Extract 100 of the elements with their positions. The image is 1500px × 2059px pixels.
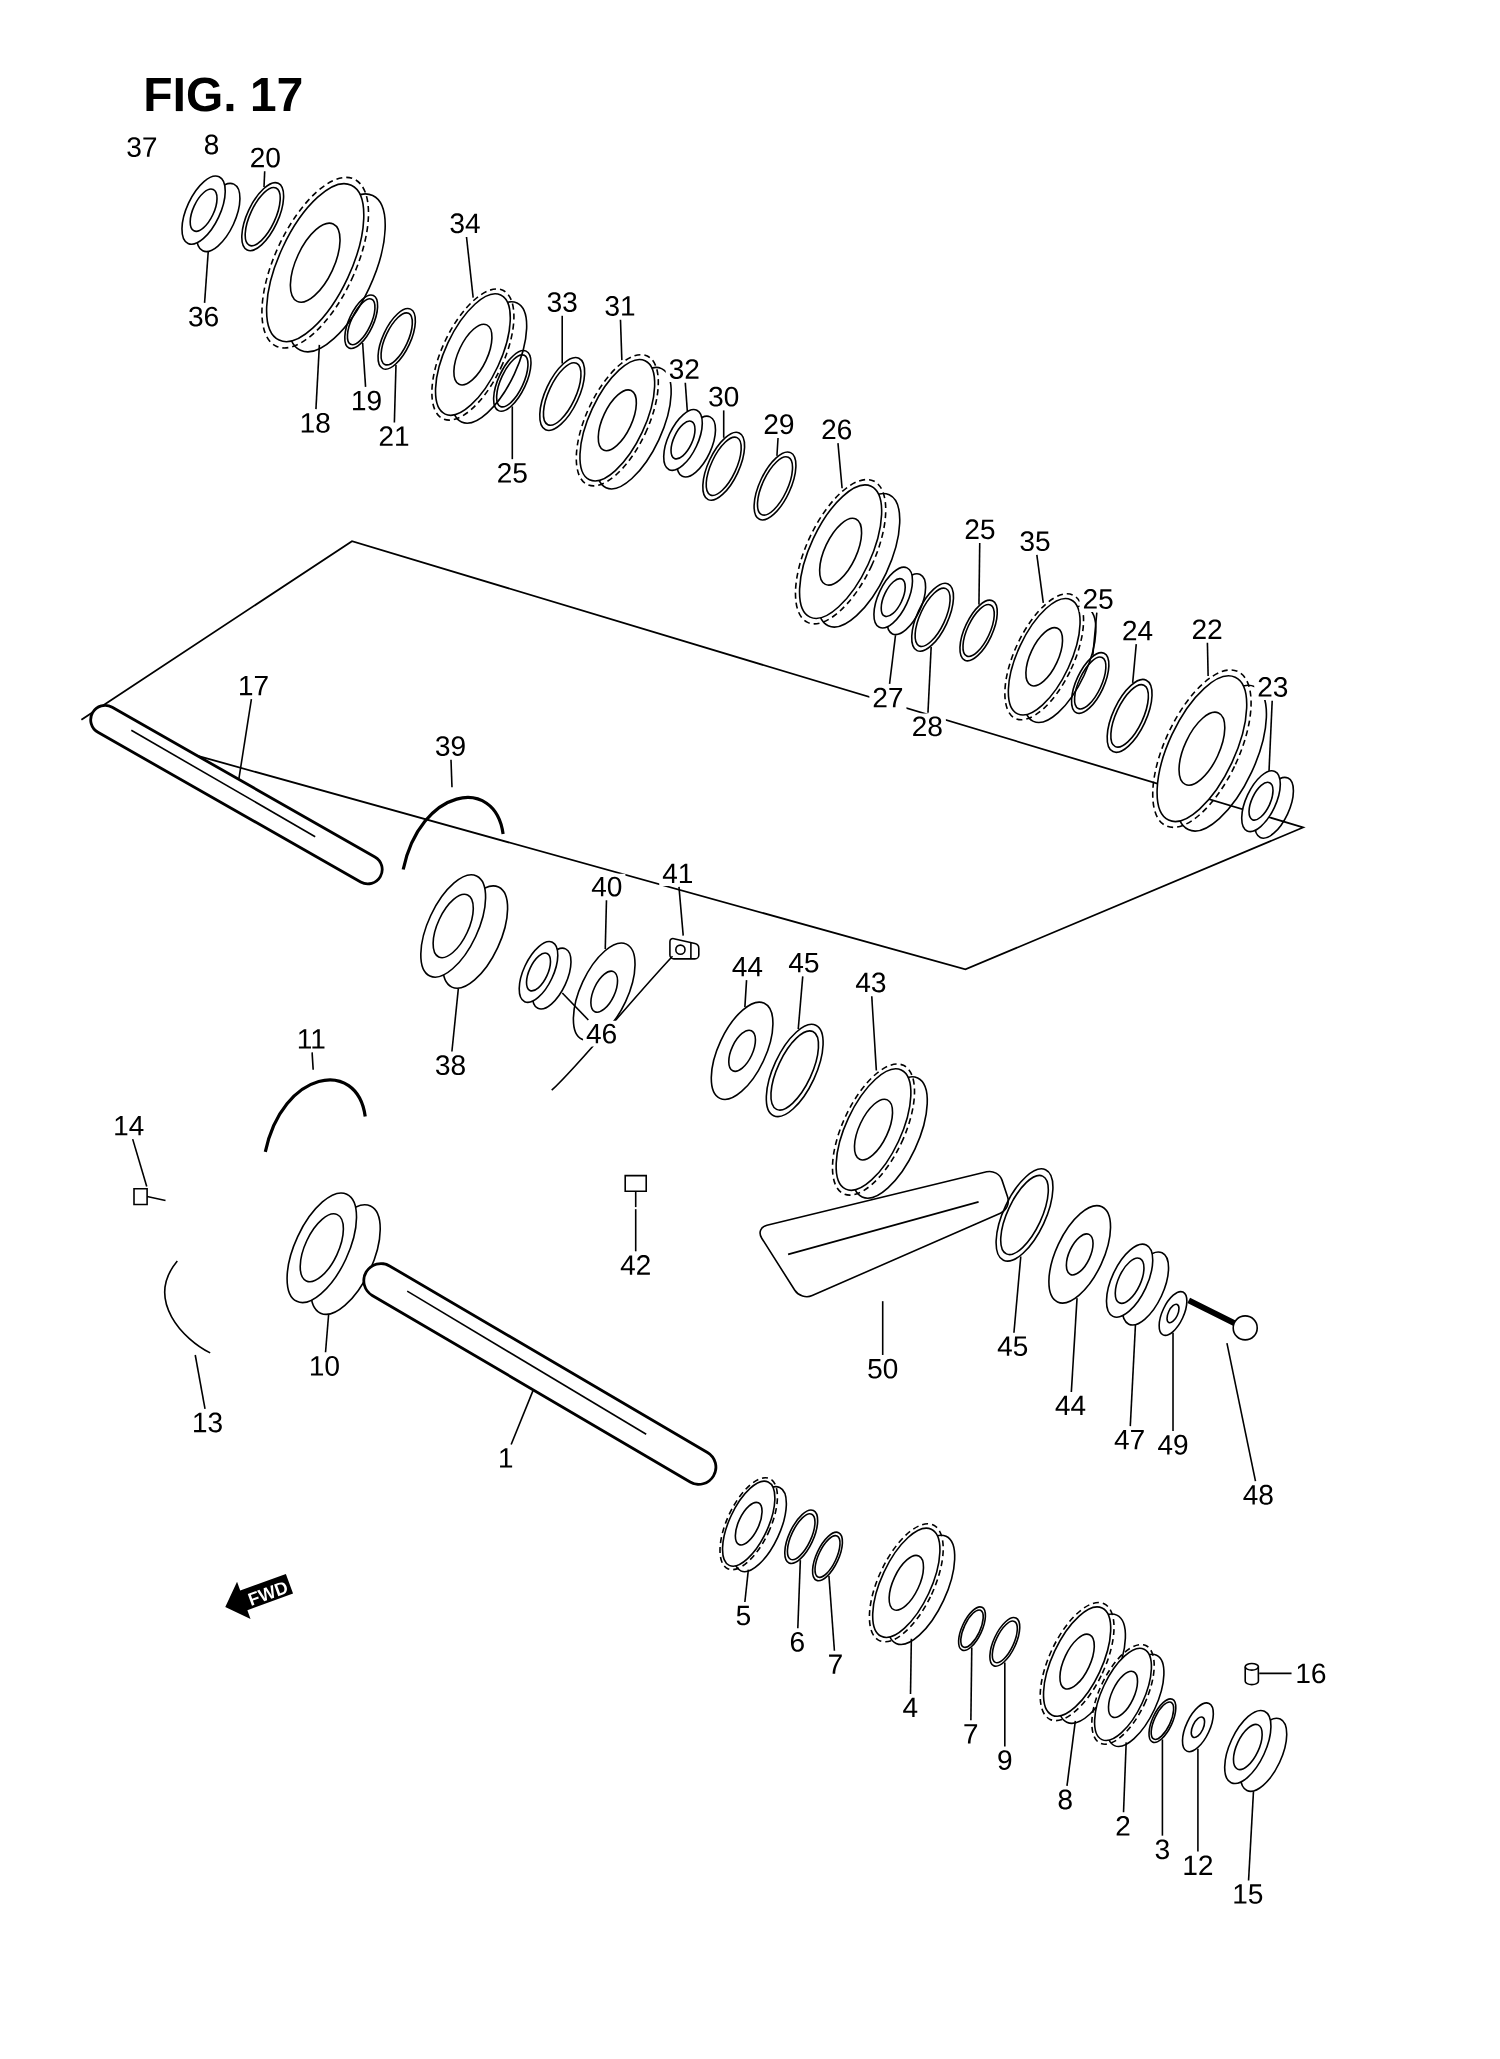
chain [759,1170,1010,1298]
leader-line [797,1559,802,1629]
callout-number: 2 [1112,1813,1134,1839]
washer [1181,1702,1215,1753]
leader-line [684,382,689,413]
callout-number: 39 [431,733,470,759]
callout-number: 45 [785,950,823,976]
ring [765,1023,824,1118]
leader-line [1092,611,1098,657]
callout-number: 25 [1079,586,1117,612]
leader-line [881,1300,884,1356]
callout-number: 9 [994,1747,1016,1773]
leader-line [561,315,563,365]
ring [702,431,746,501]
callout-number: 3 [1151,1836,1174,1863]
callout-number: 31 [601,293,639,319]
callout-number: 21 [375,423,413,449]
callout-number: 27 [869,684,907,711]
leader-line [1268,699,1273,772]
leader-line [465,236,474,299]
callout-number: 5 [732,1602,755,1629]
shaft [89,704,384,886]
leader-line [1129,1324,1137,1427]
gear [261,176,386,353]
ring [957,1606,987,1652]
leader-line [1172,1332,1174,1432]
callout-number: 7 [959,1721,982,1747]
bearing [873,566,927,636]
gear [431,288,528,424]
bearing [1223,1709,1288,1792]
callout-number: 8 [1054,1786,1076,1813]
callout-number: 28 [908,713,946,740]
callout-number: 18 [296,409,334,436]
gear [719,1477,788,1573]
leader-line [238,698,253,780]
callout-number: 19 [347,387,386,414]
callout-number: 34 [446,210,484,237]
ring [811,1531,844,1582]
callout-number: 24 [1118,617,1157,644]
leader-line [1122,1741,1127,1813]
callout-number: 12 [1179,1852,1217,1878]
callout-number: 45 [994,1333,1032,1360]
bearing [1105,1243,1170,1326]
screw [133,1187,167,1206]
callout-number: 13 [188,1409,227,1436]
callout-number: 50 [864,1355,902,1382]
callout-number: 30 [705,383,743,410]
leader-line [451,987,460,1053]
leader-line [604,899,608,950]
callout-number: 43 [852,969,890,996]
callout-number: 15 [1229,1881,1267,1907]
bolt [624,1174,647,1208]
leader-line [393,364,397,424]
callout-number: 11 [293,1026,329,1052]
gear [868,1523,956,1646]
leader-line [1036,554,1045,604]
callout-number: 22 [1188,616,1226,642]
callout-number: 33 [543,289,581,315]
ring [1070,651,1110,715]
leader-line [561,992,590,1021]
leader-line [1161,1738,1164,1837]
callout-number: 44 [728,954,766,980]
leader-line [315,344,321,410]
leader-line [1258,1672,1293,1675]
bearing [286,1192,381,1315]
ring [377,307,417,370]
ring [241,181,285,252]
gear [794,478,901,628]
leader-line [909,1637,913,1695]
callout-number: 48 [1239,1481,1277,1508]
leader-line [870,995,878,1072]
sprocket [831,1063,929,1199]
callout-number: 40 [588,873,626,900]
leader-line [1247,1790,1255,1882]
leader-line [744,979,748,1008]
leader-line [1013,1255,1022,1334]
callout-number: 7 [824,1651,847,1677]
bearing [420,874,509,989]
ring [989,1616,1021,1667]
ring [1106,678,1153,753]
leader-line [837,442,843,489]
leader-line [324,1313,330,1354]
leader-line [776,437,779,457]
callout-number: 41 [659,860,697,887]
ring [959,599,999,662]
callout-number: 32 [665,356,703,382]
figure-title: FIG. 17 [146,77,302,112]
bearing [1240,770,1295,839]
callout-number: 16 [1292,1660,1330,1687]
ring [1148,1698,1177,1744]
bearing [662,408,717,478]
callout-number: 36 [185,303,223,330]
callout-number: 42 [617,1252,655,1278]
leader-line [619,318,623,361]
leader-line [203,250,209,304]
lock-plate [164,1260,211,1354]
washer [1158,1290,1188,1337]
gear [575,354,672,490]
leader-line [1226,1342,1257,1482]
callout-number: 10 [305,1353,343,1379]
